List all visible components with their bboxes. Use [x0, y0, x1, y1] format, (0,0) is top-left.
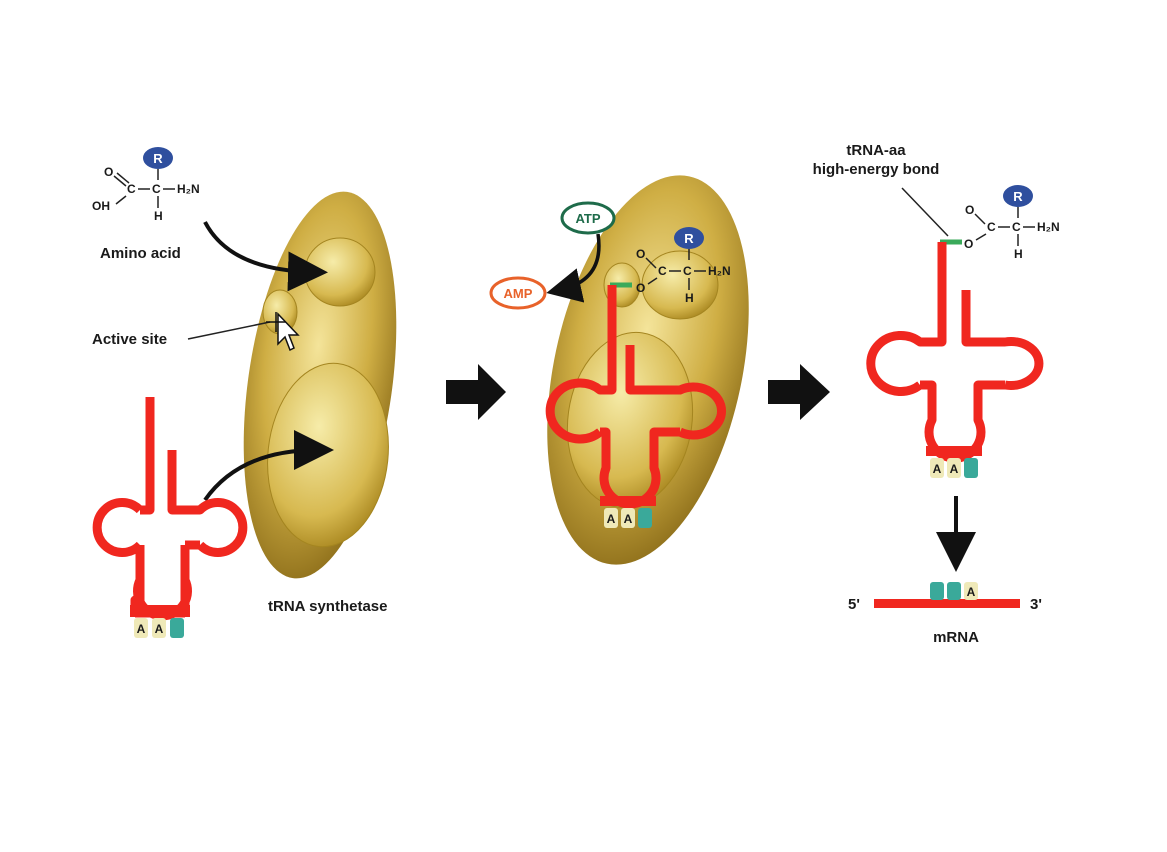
mrna-label: mRNA — [933, 629, 979, 646]
base-icon — [930, 458, 944, 478]
r-group-label: R — [684, 231, 694, 246]
oxygen-label: O — [965, 203, 974, 217]
active-site-pointer — [187, 321, 271, 340]
amino-acid-structure-1: R O C C H₂N OH H — [92, 147, 200, 223]
trna-synthetase-enzyme-1 — [243, 191, 397, 579]
amino-acid-arrow — [203, 221, 328, 292]
codon-base-label: A — [967, 585, 976, 599]
oxygen-label: O — [104, 165, 113, 179]
r-group-label: R — [1013, 189, 1023, 204]
trna-molecule-1 — [92, 397, 248, 621]
anticodon-base-label: A — [950, 462, 959, 476]
bond-pointer — [901, 187, 949, 237]
base-icon — [621, 508, 635, 528]
oxygen-label: O — [636, 247, 645, 261]
amp-label: AMP — [504, 286, 533, 301]
atp-to-amp-arrow — [546, 233, 601, 303]
hydrogen-label: H — [1014, 247, 1023, 261]
amino-acid-structure-2: R O C C H₂N O H — [636, 227, 731, 305]
base-icon — [134, 618, 148, 638]
mrna-strand: A — [874, 582, 1020, 608]
base-icon — [638, 508, 652, 528]
amino-acid-label: Amino acid — [100, 245, 181, 262]
ester-oxygen-label: O — [964, 237, 973, 251]
alpha-carbon-label: C — [1012, 220, 1021, 234]
amine-label: H₂N — [708, 264, 731, 278]
cursor-icon — [266, 312, 300, 352]
amino-acid-structure-3: R O C C H₂N O H — [964, 185, 1060, 261]
anticodon-base-label: A — [607, 512, 616, 526]
anticodon-base-label: A — [155, 622, 164, 636]
ester-oxygen-label: O — [636, 281, 645, 295]
five-prime-label: 5' — [848, 596, 860, 613]
base-icon — [152, 618, 166, 638]
carbon-label: C — [127, 182, 136, 196]
step-arrow-1 — [446, 364, 506, 420]
alpha-carbon-label: C — [683, 264, 692, 278]
anticodon-3: A A — [930, 458, 978, 478]
base-icon — [170, 618, 184, 638]
anticodon-2: A A — [604, 508, 652, 528]
base-icon — [604, 508, 618, 528]
trna-molecule-3 — [866, 242, 1044, 463]
trna-synthetase-enzyme-2 — [547, 175, 749, 565]
r-group-label: R — [153, 151, 163, 166]
hydrogen-label: H — [154, 209, 163, 223]
hydrogen-label: H — [685, 291, 694, 305]
carbon-label: C — [987, 220, 996, 234]
step-arrow-2 — [768, 364, 830, 420]
amp-molecule: AMP — [489, 276, 547, 310]
alpha-carbon-label: C — [152, 182, 161, 196]
amino-acid-pocket — [304, 237, 376, 307]
atp-molecule: ATP — [560, 201, 616, 235]
hydroxyl-label: OH — [92, 199, 110, 213]
carbon-label: C — [658, 264, 667, 278]
amine-label: H₂N — [177, 182, 200, 196]
codon-base-icon — [964, 582, 978, 600]
codon-base-icon — [947, 582, 961, 600]
trna-synthetase-label: tRNA synthetase — [268, 598, 387, 615]
base-icon — [964, 458, 978, 478]
anticodon-base-label: A — [137, 622, 146, 636]
active-site-label: Active site — [92, 331, 167, 348]
trna-arrow — [203, 430, 334, 502]
base-icon — [947, 458, 961, 478]
atp-label: ATP — [575, 211, 600, 226]
anticodon-base-label: A — [933, 462, 942, 476]
anticodon-1: A A — [134, 618, 184, 638]
trna-molecule-2 — [545, 285, 726, 509]
trna-aa-bond-label: tRNA-aa — [846, 142, 906, 159]
anticodon-base-label: A — [624, 512, 633, 526]
codon-base-icon — [930, 582, 944, 600]
three-prime-label: 3' — [1030, 596, 1042, 613]
high-energy-bond-label: high-energy bond — [813, 161, 940, 178]
r-group-icon — [143, 147, 173, 169]
amine-label: H₂N — [1037, 220, 1060, 234]
